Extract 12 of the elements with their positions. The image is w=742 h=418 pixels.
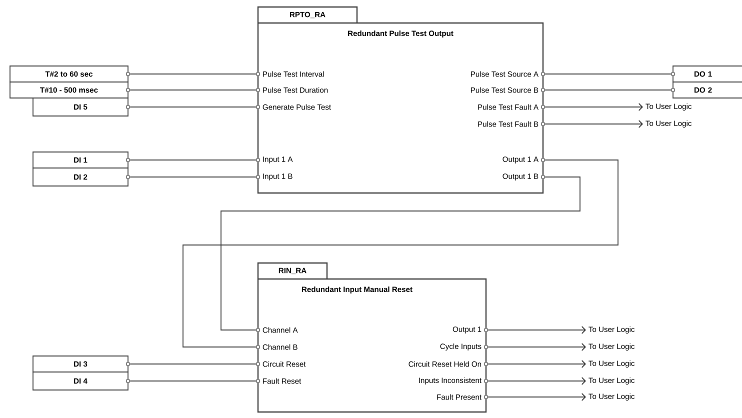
connector-line <box>182 160 618 348</box>
connector-line <box>487 377 586 385</box>
connector-line <box>544 103 643 111</box>
connector-line <box>487 343 586 351</box>
connector-line <box>487 360 586 368</box>
connector-line <box>129 176 257 178</box>
connector-line <box>544 120 643 128</box>
connector-line <box>220 176 580 330</box>
connector-line <box>487 326 586 334</box>
connector-line <box>129 380 257 382</box>
connector-line <box>487 393 586 401</box>
connector-line <box>129 106 257 108</box>
